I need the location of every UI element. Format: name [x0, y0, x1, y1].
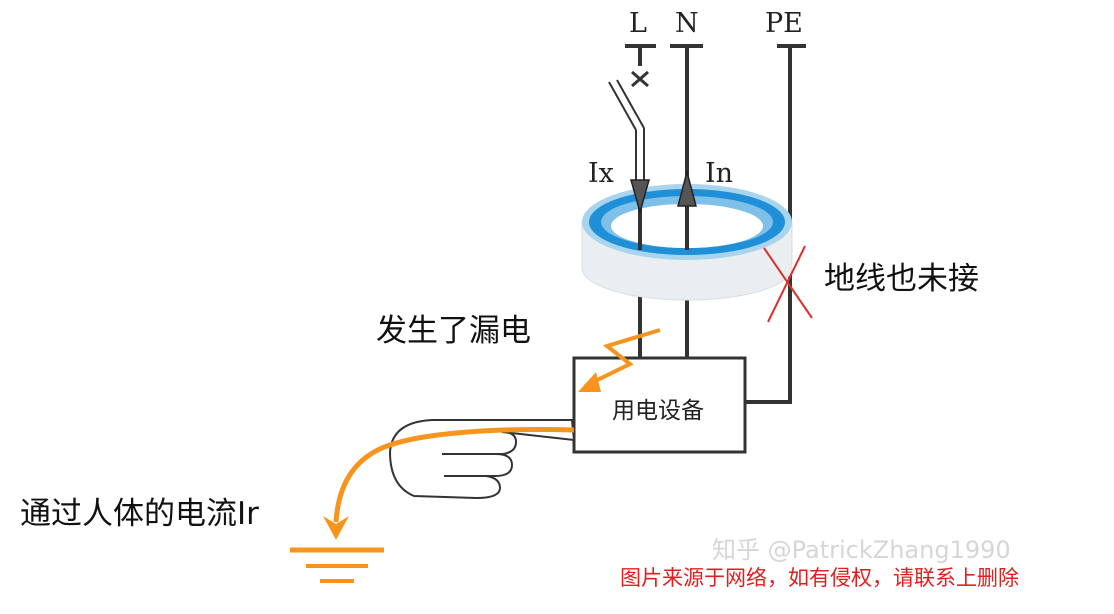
neutral-current-arrow-icon	[677, 169, 697, 207]
body-current-path	[323, 427, 575, 540]
hand-icon	[388, 419, 576, 500]
line-current-arrow-icon	[630, 179, 650, 215]
terminal-n-label: N	[675, 8, 699, 39]
ground-icon	[290, 547, 384, 583]
cross-mark-icon	[763, 245, 813, 323]
leakage-lightning-icon	[578, 328, 661, 392]
switch-contact-icon	[631, 70, 649, 88]
terminal-l-label: L	[629, 8, 647, 39]
line-current-label: Ix	[588, 158, 614, 189]
body-current-label: 通过人体的电流Ir	[20, 496, 259, 532]
leakage-occurred-label: 发生了漏电	[376, 313, 531, 349]
ground-not-connected-label: 地线也未接	[824, 261, 979, 297]
neutral-current-label: In	[705, 158, 733, 189]
appliance-label: 用电设备	[612, 398, 704, 424]
copyright-notice: 图片来源于网络，如有侵权，请联系上删除	[620, 566, 1019, 590]
current-transformer-ring	[581, 184, 793, 301]
appliance-box	[572, 356, 747, 454]
terminal-pe-label: PE	[765, 8, 803, 39]
watermark: 知乎 @PatrickZhang1990	[712, 536, 1011, 564]
